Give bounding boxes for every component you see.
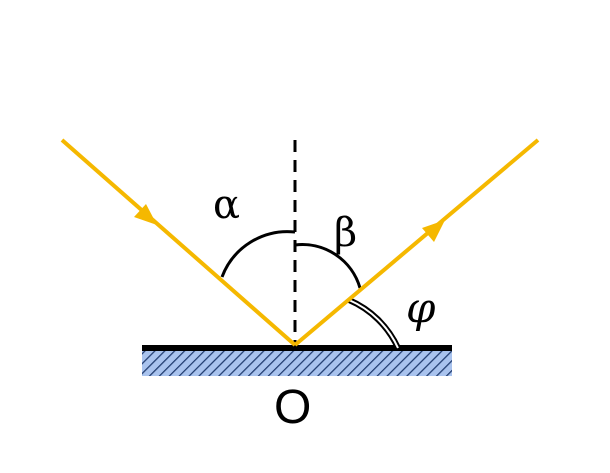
- incident-ray: [60, 138, 297, 347]
- reflected-ray: [293, 138, 540, 347]
- label-alpha: α: [213, 182, 240, 228]
- label-beta: β: [334, 210, 357, 256]
- label-origin: O: [274, 381, 311, 434]
- phi-arc-inner: [348, 299, 399, 349]
- mirror-hatch: [142, 348, 452, 376]
- phi-arc: [347, 297, 401, 350]
- label-phi: φ: [406, 283, 436, 332]
- arrowhead-icon: [422, 220, 445, 242]
- arrowhead-icon: [134, 204, 157, 225]
- beta-arc: [294, 243, 362, 289]
- mirror: [142, 345, 452, 376]
- alpha-arc: [220, 230, 296, 278]
